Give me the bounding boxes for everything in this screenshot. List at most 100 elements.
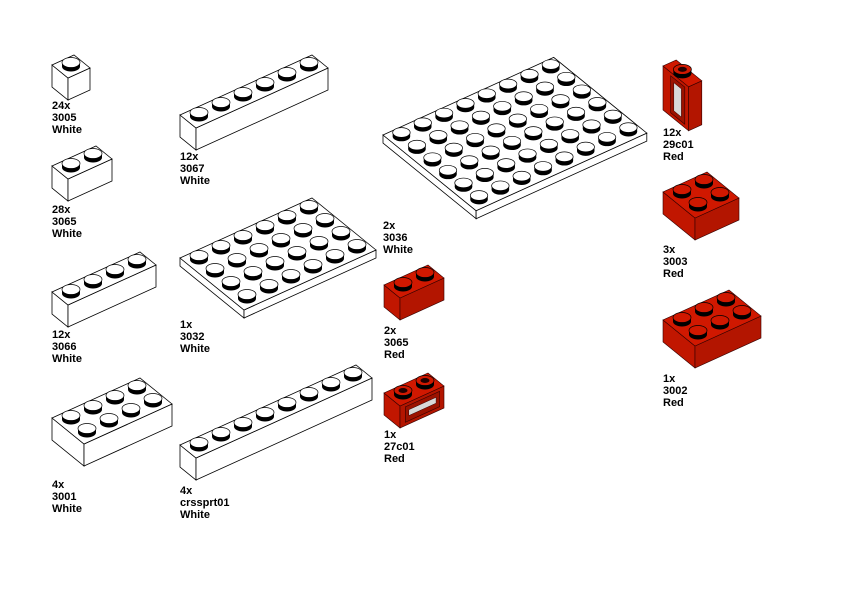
part-quantity: 3x (663, 244, 676, 256)
stud-icon (413, 117, 432, 132)
stud-icon (694, 174, 714, 189)
part-color: White (52, 124, 82, 136)
stud-icon (309, 236, 329, 251)
stud-icon (487, 123, 506, 138)
part-number: 3065 (52, 216, 77, 228)
stud-icon (444, 142, 463, 157)
part-quantity: 24x (52, 100, 71, 112)
stud-icon (423, 152, 442, 167)
stud-icon (597, 132, 617, 147)
part-quantity: 12x (52, 329, 71, 341)
stud-icon (287, 246, 307, 261)
stud-icon (518, 148, 537, 163)
window-glass-icon (408, 396, 437, 416)
stud-icon (533, 161, 553, 176)
stud-icon (393, 385, 413, 400)
part-number: 3066 (52, 341, 77, 353)
stud-icon (415, 267, 435, 282)
window-glass-icon (673, 82, 682, 118)
part-number: 29c01 (663, 139, 694, 151)
stud-icon (541, 59, 560, 74)
stud-icon (524, 126, 543, 141)
part-quantity: 4x (180, 485, 193, 497)
stud-icon (143, 393, 163, 408)
stud-icon (331, 226, 351, 241)
stud-icon (499, 78, 518, 93)
stud-icon (189, 250, 209, 265)
stud-icon (572, 84, 591, 99)
part-number: 3005 (52, 112, 77, 124)
stud-icon (551, 94, 570, 109)
stud-icon (343, 367, 363, 382)
part-quantity: 1x (663, 373, 676, 385)
stud-icon (469, 190, 489, 205)
stud-icon (514, 91, 533, 106)
part-color: Red (663, 151, 684, 163)
stud-icon (83, 274, 103, 289)
stud-icon (435, 107, 454, 122)
stud-icon (255, 407, 275, 422)
stud-icon (619, 122, 638, 137)
stud-icon (233, 87, 253, 102)
stud-icon (127, 254, 147, 269)
part-color: Red (384, 349, 405, 361)
stud-icon (454, 177, 473, 192)
part-quantity: 12x (663, 127, 682, 139)
stud-icon (321, 377, 341, 392)
stud-icon (233, 417, 253, 432)
part-quantity: 2x (384, 325, 397, 337)
stud-icon (227, 253, 247, 268)
stud-icon (493, 101, 512, 116)
stud-icon (481, 145, 500, 160)
stud-icon (211, 427, 231, 442)
stud-icon (561, 129, 580, 144)
stud-icon (83, 400, 103, 415)
stud-icon (508, 113, 527, 128)
part-quantity: 1x (180, 319, 193, 331)
stud-icon (475, 167, 494, 183)
stud-icon (672, 312, 692, 327)
stud-icon (61, 158, 81, 173)
stud-icon (545, 116, 564, 131)
stud-icon (249, 243, 269, 258)
stud-icon (61, 410, 81, 425)
stud-icon (557, 71, 576, 87)
stud-icon (325, 249, 345, 264)
stud-icon (694, 302, 714, 317)
stud-icon (303, 259, 323, 274)
stud-icon (237, 289, 257, 304)
part-number: 3032 (180, 331, 205, 343)
part-color: White (180, 343, 210, 355)
stud-icon (520, 69, 539, 84)
part-color: White (52, 503, 82, 515)
stud-icon (271, 233, 291, 248)
part-number: crssprt01 (180, 497, 230, 509)
stud-icon (392, 127, 411, 142)
stud-icon (277, 67, 297, 82)
stud-icon (99, 413, 119, 428)
stud-icon (502, 135, 522, 151)
stud-icon (673, 64, 692, 79)
part-quantity: 28x (52, 204, 71, 216)
stud-icon (576, 141, 595, 156)
part-number: 3001 (52, 491, 77, 503)
stud-icon (243, 266, 263, 281)
stud-icon (277, 397, 297, 412)
stud-icon (566, 106, 586, 121)
part-color: Red (663, 397, 684, 409)
